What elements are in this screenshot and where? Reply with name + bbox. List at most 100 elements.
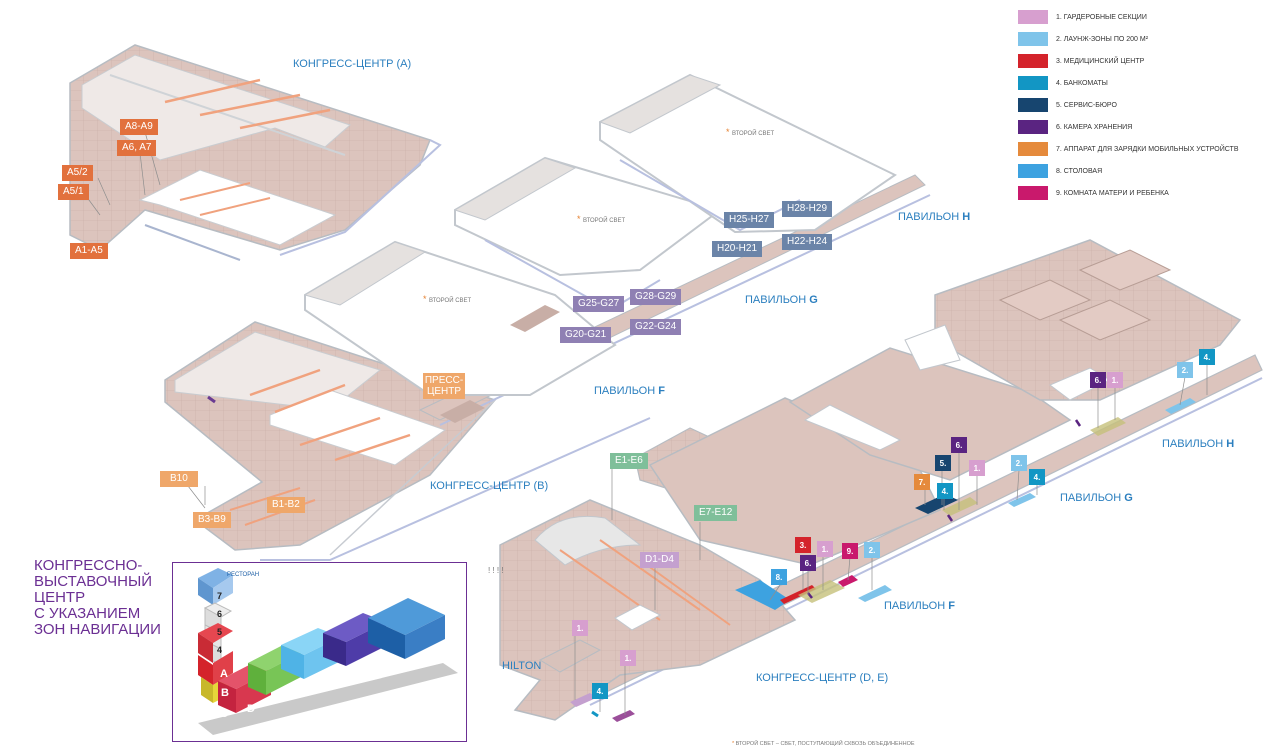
- marker-cloakroom[interactable]: 1.: [969, 460, 985, 476]
- legend-swatch: [1018, 98, 1048, 112]
- inset-floor-label: 5: [217, 627, 223, 637]
- marker-atm[interactable]: 4.: [1029, 469, 1045, 485]
- marker-lounge[interactable]: 2.: [1011, 455, 1027, 471]
- legend-text: 2. ЛАУНЖ-ЗОНЫ ПО 200 М²: [1056, 35, 1149, 43]
- legend-swatch: [1018, 164, 1048, 178]
- marker-atm[interactable]: 4.: [592, 683, 608, 699]
- hall-label-g28-g29[interactable]: G28-G29: [630, 289, 682, 305]
- pavilions-lower: ! ! ! !: [488, 239, 1263, 722]
- hall-label-a5-1[interactable]: A5/1: [58, 184, 89, 200]
- marker-storage[interactable]: 6.: [951, 437, 967, 453]
- legend-swatch: [1018, 142, 1048, 156]
- hall-label-b1-b2[interactable]: B1-B2: [267, 497, 305, 513]
- legend-item-atm: 4. БАНКОМАТЫ: [1018, 72, 1280, 94]
- map-title: КОНГРЕССНО- ВЫСТАВОЧНЫЙ ЦЕНТР С УКАЗАНИЕ…: [34, 558, 174, 638]
- marker-cloakroom[interactable]: 1.: [620, 650, 636, 666]
- hall-label-g22-g24[interactable]: G22-G24: [630, 319, 682, 335]
- marker-cloakroom[interactable]: 1.: [572, 620, 588, 636]
- marker-lounge[interactable]: 2.: [1177, 362, 1193, 378]
- inset-floor-label: 7: [217, 591, 223, 601]
- zone-pavilion-h-lower: ПАВИЛЬОН H: [1162, 438, 1234, 450]
- hall-label-h22-h24[interactable]: H22-H24: [782, 234, 833, 250]
- inset-block-label: A: [220, 668, 228, 680]
- hall-label-a1-a5[interactable]: A1-A5: [70, 243, 108, 259]
- legend-swatch: [1018, 120, 1048, 134]
- hall-label-b10[interactable]: B10: [160, 471, 198, 487]
- map-title-line: ЦЕНТР: [34, 589, 86, 606]
- zone-congress-de: КОНГРЕСС-ЦЕНТР (D, E): [756, 672, 889, 684]
- marker-atm[interactable]: 4.: [937, 483, 953, 499]
- inset-block-label: D: [247, 703, 255, 715]
- pavilion-letter: F: [658, 385, 665, 397]
- inset-block-label: G: [397, 657, 406, 669]
- legend-item-storage: 6. КАМЕРА ХРАНЕНИЯ: [1018, 116, 1280, 138]
- legend-swatch: [1018, 32, 1048, 46]
- legend-text: 8. СТОЛОВАЯ: [1056, 167, 1103, 175]
- marker-charging-station[interactable]: 7.: [914, 474, 930, 490]
- zone-hilton: HILTON: [502, 660, 542, 672]
- zone-pavilion-g-lower: ПАВИЛЬОН G: [1060, 492, 1133, 504]
- legend-item-service-bureau: 5. СЕРВИС-БЮРО: [1018, 94, 1280, 116]
- zone-pavilion-f-lower: ПАВИЛЬОН F: [884, 600, 955, 612]
- pavilion-letter: G: [1124, 492, 1133, 504]
- inset-block-label: B: [221, 687, 229, 699]
- legend-text: 1. ГАРДЕРОБНЫЕ СЕКЦИИ: [1056, 13, 1147, 21]
- legend-item-charging: 7. АППАРАТ ДЛЯ ЗАРЯДКИ МОБИЛЬНЫХ УСТРОЙС…: [1018, 138, 1280, 160]
- zone-congress-b: КОНГРЕСС-ЦЕНТР (В): [430, 480, 549, 492]
- map-title-line: КОНГРЕССНО-: [34, 557, 143, 574]
- hall-label-h25-h27[interactable]: H25-H27: [724, 212, 775, 228]
- legend-item-canteen: 8. СТОЛОВАЯ: [1018, 160, 1280, 182]
- hall-label-b3-b9[interactable]: B3-B9: [193, 512, 231, 528]
- hall-label-press-center[interactable]: ПРЕСС- ЦЕНТР: [423, 373, 465, 399]
- legend: 1. ГАРДЕРОБНЫЕ СЕКЦИИ 2. ЛАУНЖ-ЗОНЫ ПО 2…: [1018, 6, 1280, 204]
- marker-cloakroom[interactable]: 1.: [817, 541, 833, 557]
- hall-label-e7-e12[interactable]: E7-E12: [694, 505, 738, 521]
- marker-storage[interactable]: 6.: [800, 555, 816, 571]
- marker-mother-child-room[interactable]: 9.: [842, 543, 858, 559]
- legend-text: 9. КОМНАТА МАТЕРИ И РЕБЕНКА: [1056, 189, 1169, 197]
- hall-label-e1-e6[interactable]: E1-E6: [610, 453, 648, 469]
- inset-block-label: C: [220, 708, 228, 720]
- blocks-inset-drawing: [198, 568, 458, 735]
- marker-service-bureau[interactable]: 5.: [935, 455, 951, 471]
- legend-text: 4. БАНКОМАТЫ: [1056, 79, 1108, 87]
- second-light-note-g: ВТОРОЙ СВЕТ: [577, 214, 625, 224]
- marker-lounge[interactable]: 2.: [864, 542, 880, 558]
- marker-cloakroom[interactable]: 1.: [1107, 372, 1123, 388]
- blocks-inset: РЕСТОРАН 7 6 5 4 A B C D E F G H: [172, 562, 467, 742]
- marker-canteen[interactable]: 8.: [771, 569, 787, 585]
- hall-label-a5-2[interactable]: A5/2: [62, 165, 93, 181]
- second-light-note-f: ВТОРОЙ СВЕТ: [423, 294, 471, 304]
- legend-swatch: [1018, 10, 1048, 24]
- pavilion-letter: G: [809, 294, 818, 306]
- legend-swatch: [1018, 186, 1048, 200]
- hall-label-h28-h29[interactable]: H28-H29: [782, 201, 833, 217]
- pavilion-word: ПАВИЛЬОН: [898, 211, 960, 223]
- inset-restaurant-label: РЕСТОРАН: [227, 572, 260, 578]
- zone-pavilion-g-upper: ПАВИЛЬОН G: [745, 294, 818, 306]
- hall-label-h20-h21[interactable]: H20-H21: [712, 241, 763, 257]
- marker-storage[interactable]: 6.: [1090, 372, 1106, 388]
- hall-label-d1-d4[interactable]: D1-D4: [640, 552, 679, 568]
- hall-label-a6-a7[interactable]: A6, A7: [117, 140, 157, 156]
- hall-label-g25-g27[interactable]: G25-G27: [573, 296, 625, 312]
- hall-label-a8-a9[interactable]: A8-A9: [120, 119, 158, 135]
- pavilion-word: ПАВИЛЬОН: [1162, 438, 1224, 450]
- svg-text:! ! ! !: ! ! ! !: [488, 566, 504, 575]
- map-title-line: ЗОН НАВИГАЦИИ: [34, 621, 161, 638]
- marker-atm[interactable]: 4.: [1199, 349, 1215, 365]
- map-title-line: С УКАЗАНИЕМ: [34, 605, 141, 622]
- pavilion-letter: H: [962, 211, 971, 223]
- marker-medical-center[interactable]: 3.: [795, 537, 811, 553]
- legend-text: 5. СЕРВИС-БЮРО: [1056, 101, 1117, 109]
- legend-text: 7. АППАРАТ ДЛЯ ЗАРЯДКИ МОБИЛЬНЫХ УСТРОЙС…: [1056, 145, 1239, 153]
- legend-item-lounge: 2. ЛАУНЖ-ЗОНЫ ПО 200 М²: [1018, 28, 1280, 50]
- legend-text: 3. МЕДИЦИНСКИЙ ЦЕНТР: [1056, 57, 1145, 65]
- inset-block-label: H: [445, 647, 453, 659]
- pavilion-letter: H: [1226, 438, 1235, 450]
- footnote: ВТОРОЙ СВЕТ – СВЕТ, ПОСТУПАЮЩИЙ СКВОЗЬ О…: [732, 741, 915, 747]
- press-center-line-2: ЦЕНТР: [426, 386, 462, 397]
- pavilion-letter: F: [948, 600, 955, 612]
- hall-label-g20-g21[interactable]: G20-G21: [560, 327, 612, 343]
- legend-item-medical: 3. МЕДИЦИНСКИЙ ЦЕНТР: [1018, 50, 1280, 72]
